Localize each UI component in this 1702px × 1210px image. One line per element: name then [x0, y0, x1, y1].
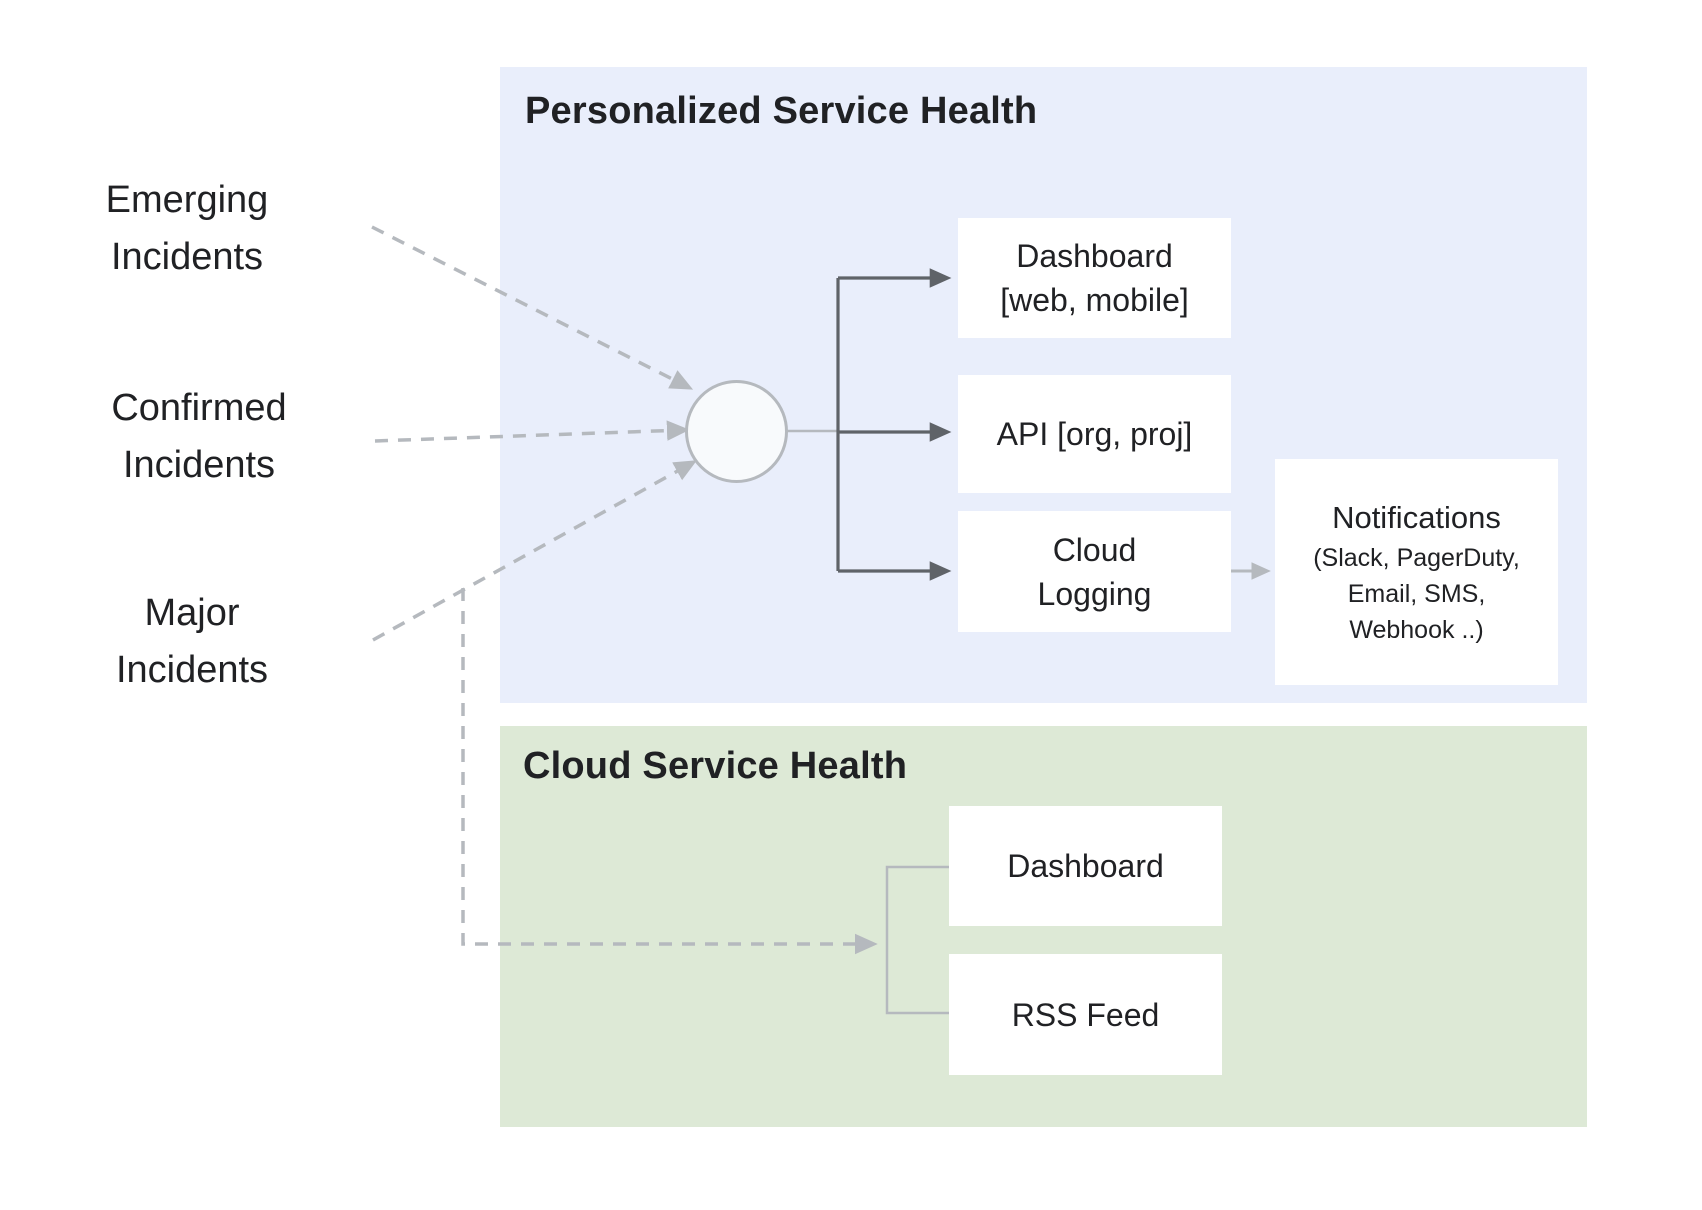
label-confirmed-incidents: Confirmed Incidents	[111, 387, 287, 486]
node-psh-cloud-logging: Cloud Logging	[958, 511, 1231, 632]
node-csh-dashboard: Dashboard	[949, 806, 1222, 926]
arrow-emerging-to-hub	[371, 225, 694, 390]
arrow-major-to-hub	[372, 460, 697, 642]
node-csh-rss-feed: RSS Feed	[949, 954, 1222, 1075]
notifications-title: Notifications	[1332, 500, 1501, 535]
cloud-service-health-title: Cloud Service Health	[523, 745, 908, 787]
node-psh-notifications: Notifications (Slack, PagerDuty, Email, …	[1275, 459, 1558, 685]
hub-circle-node	[685, 380, 788, 483]
arrow-incidents-to-cloud-service-health	[461, 588, 878, 955]
personalized-service-health-title: Personalized Service Health	[525, 90, 1038, 132]
label-major-incidents: Major Incidents	[115, 592, 269, 691]
notifications-channels: (Slack, PagerDuty, Email, SMS, Webhook .…	[1313, 544, 1520, 644]
label-emerging-incidents: Emerging Incidents	[105, 179, 269, 278]
node-psh-dashboard: Dashboard [web, mobile]	[958, 218, 1231, 338]
node-psh-api: API [org, proj]	[958, 375, 1231, 493]
arrow-confirmed-to-hub	[374, 420, 690, 443]
elbow-cloud-service-health-fanout	[885, 865, 949, 1015]
